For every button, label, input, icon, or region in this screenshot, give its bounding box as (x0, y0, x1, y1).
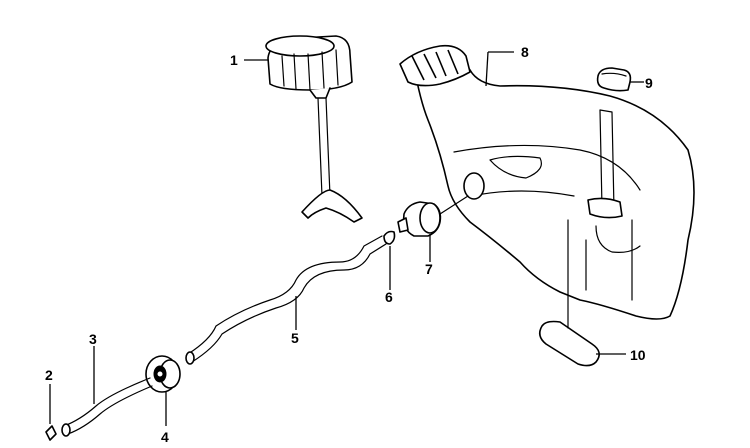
part-1-fuel-cap[interactable] (265, 35, 363, 223)
part-5-fuel-hose[interactable] (185, 235, 387, 365)
part-4-bushing[interactable] (145, 355, 181, 393)
part-7-fuel-filter[interactable] (397, 195, 469, 237)
part-9-grommet[interactable] (596, 67, 632, 92)
part-8-fuel-tank[interactable] (399, 44, 695, 320)
callout-7: 7 (425, 261, 433, 277)
callout-1: 1 (230, 52, 238, 68)
callout-9: 9 (645, 75, 653, 91)
part-6-hose-clip[interactable] (383, 230, 396, 245)
leader-lines (49, 51, 644, 426)
callout-10: 10 (630, 347, 646, 363)
callout-2: 2 (45, 367, 53, 383)
part-2-pickup-body[interactable] (45, 425, 57, 441)
callout-5: 5 (291, 330, 299, 346)
part-10-foot-pad[interactable] (538, 219, 600, 367)
callout-3: 3 (89, 331, 97, 347)
callout-4: 4 (161, 429, 169, 445)
callout-6: 6 (385, 289, 393, 305)
part-3-inlet-hose[interactable] (61, 377, 153, 437)
callout-8: 8 (521, 44, 529, 60)
